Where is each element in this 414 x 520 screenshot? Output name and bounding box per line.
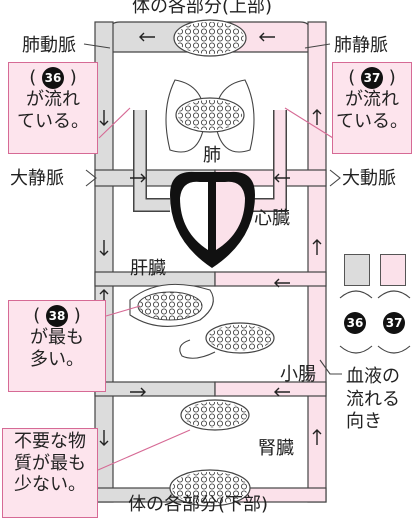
blank-38-close: ) [73,305,81,326]
legend-swatch-arterial [380,254,406,286]
vessel-loops [94,21,327,503]
pulmonary-vein-label: 肺静脈 [334,35,388,56]
aorta-label: 大動脈 [342,168,396,189]
legend-arcs [339,290,411,354]
heart [170,171,255,268]
flow-direction-label: 血液の 流れる 向き [346,366,400,434]
blank-37-close: ) [388,67,396,88]
blank-37-open: ( [348,67,356,88]
legend-number-36: 36 [344,312,366,334]
blank-38-box: ( 38 ) が最も 多い。 [8,300,106,392]
blank-38-line2: が最も [30,327,84,348]
vena-cava-label: 大静脈 [10,168,64,189]
blank-36-close: ) [69,67,77,88]
small-intestine [179,322,275,359]
blank-38-number: 38 [46,305,68,327]
blank-39-box: 不要な物 質が最も 少ない。 [2,428,98,518]
heart-label: 心臓 [254,208,290,229]
small-intestine-label: 小腸 [280,364,316,385]
lungs [133,79,287,212]
kidney-label: 腎臓 [258,438,294,459]
blank-36-line3: ている。 [17,110,89,132]
flow-direction-line2: 流れる [346,388,400,410]
leader-lines [83,43,342,471]
lung-label: 肺 [203,145,221,166]
blank-37-line2: が流れ [345,89,399,110]
liver-label: 肝臓 [130,258,166,279]
lower-body-capillaries [169,469,251,507]
blank-36-line2: が流れ [26,89,80,110]
legend-swatch-venous [344,254,370,286]
legend-number-37: 37 [383,312,406,334]
liver [129,283,214,327]
blank-39-line2: 質が最も [14,452,86,474]
blank-36-box: ( 36 ) が流れ ている。 [8,62,98,154]
flow-direction-line3: 向き [346,411,382,432]
blank-36-open: ( [29,67,37,88]
pulmonary-artery-label: 肺動脈 [22,35,76,56]
blank-37-number: 37 [361,67,383,89]
blank-36-number: 36 [42,67,64,89]
blank-37-line3: ている。 [336,110,408,132]
bottom-title: 体の各部分(下部) [128,494,269,515]
flow-arrows [99,32,322,446]
top-title: 体の各部分(上部) [132,0,273,17]
upper-body-capillaries [173,19,247,57]
blank-38-line3: 多い。 [30,348,84,370]
kidney [180,399,250,431]
blank-39-line3: 少ない。 [14,474,86,496]
flow-direction-line1: 血液の [346,366,400,387]
blank-39-line1: 不要な物 [14,431,86,452]
blank-37-box: ( 37 ) が流れ ている。 [332,62,412,154]
blank-38-open: ( [33,305,41,326]
legend-numbers: 36 37 [344,312,406,334]
